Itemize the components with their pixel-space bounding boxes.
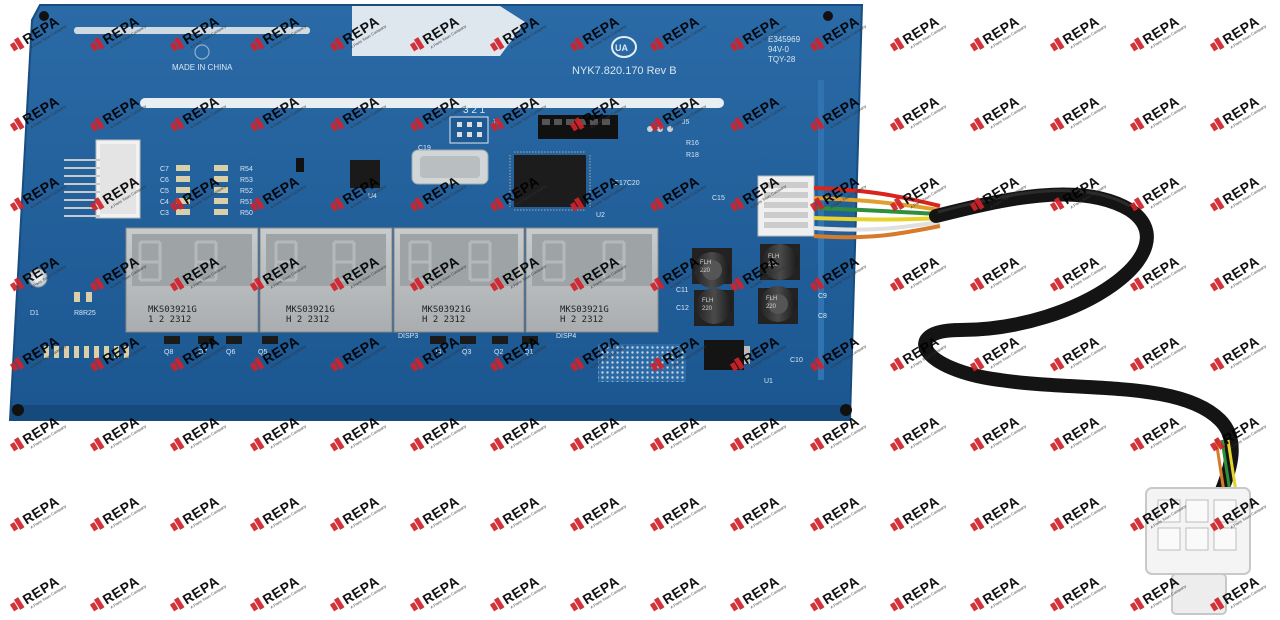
pin-headers: J3 J5: [449, 115, 690, 144]
svg-text:FLH: FLH: [766, 296, 777, 302]
left-pin-connector: [64, 139, 141, 219]
svg-text:MKS03921G: MKS03921G: [148, 305, 197, 315]
cable-connector-board: R16 R18 C15: [686, 140, 815, 237]
cert-line-1: E345969: [768, 35, 801, 44]
svg-text:Q1: Q1: [524, 349, 533, 356]
voltage-regulator: U1: [598, 340, 773, 385]
svg-text:Q2: Q2: [494, 349, 503, 356]
svg-text:C7: C7: [160, 166, 169, 173]
svg-text:C6: C6: [160, 177, 169, 184]
svg-text:FLH: FLH: [768, 254, 779, 260]
svg-text:C3: C3: [160, 210, 169, 217]
svg-text:220: 220: [702, 306, 713, 312]
svg-text:R16: R16: [686, 140, 699, 147]
part-number-label: NYK7.820.170 Rev B: [572, 65, 677, 77]
disp4-label: DISP4: [556, 333, 576, 340]
svg-text:J5: J5: [682, 119, 690, 126]
svg-text:R52: R52: [240, 188, 253, 195]
svg-text:220: 220: [700, 268, 711, 274]
header-numbers: 3 2 1: [463, 105, 486, 116]
disp3-label: DISP3: [398, 333, 418, 340]
svg-text:Q4: Q4: [432, 349, 441, 356]
smd-components-left: C7 C6 C5 C4 C3 R54 R53 R52 R51 R50: [160, 165, 253, 217]
svg-text:C4: C4: [160, 199, 169, 206]
svg-text:FLH: FLH: [702, 298, 713, 304]
svg-text:Q5: Q5: [258, 349, 267, 356]
svg-text:U2: U2: [596, 212, 605, 219]
svg-text:H 2 2312: H 2 2312: [560, 315, 603, 325]
svg-text:U4: U4: [368, 193, 377, 200]
svg-text:C17C20: C17C20: [614, 180, 640, 187]
cert-line-3: TQY-28: [768, 55, 796, 64]
svg-text:C15: C15: [712, 195, 725, 202]
svg-text:R51: R51: [240, 199, 253, 206]
svg-text:J3: J3: [492, 119, 500, 126]
svg-text:MKS03921G: MKS03921G: [560, 305, 609, 315]
svg-text:C8: C8: [818, 313, 827, 320]
svg-text:C11: C11: [676, 287, 688, 294]
svg-text:C5: C5: [160, 188, 169, 195]
ic-chips: U4 C19 U2 C17C20: [296, 145, 640, 219]
svg-text:D1: D1: [30, 310, 39, 317]
svg-text:1 2 2312: 1 2 2312: [148, 315, 191, 325]
svg-text:220: 220: [768, 262, 779, 268]
svg-text:Q7: Q7: [198, 349, 207, 356]
svg-text:U1: U1: [764, 378, 773, 385]
svg-text:C9: C9: [818, 293, 827, 300]
svg-text:C10: C10: [790, 357, 803, 364]
svg-text:Q6: Q6: [226, 349, 235, 356]
svg-text:FLH: FLH: [700, 260, 711, 266]
svg-text:220: 220: [766, 304, 777, 310]
svg-text:R54: R54: [240, 166, 253, 173]
svg-text:R8R25: R8R25: [74, 310, 96, 317]
wire-harness: [813, 186, 1240, 506]
svg-text:R50: R50: [240, 210, 253, 217]
svg-text:H 2 2312: H 2 2312: [286, 315, 329, 325]
cert-line-2: 94V-0: [768, 45, 789, 54]
certification-mark: UA: [611, 36, 637, 58]
segment-displays: MKS03921G 1 2 2312 MKS03921G H 2 2312 MK…: [125, 227, 659, 340]
electrolytic-capacitors: C11 C12 C9 C8 C10 FLH 220 FLH 220 FLH 22…: [676, 244, 827, 364]
made-in-label: MADE IN CHINA: [172, 63, 233, 72]
svg-text:MKS03921G: MKS03921G: [422, 305, 471, 315]
svg-text:MKS03921G: MKS03921G: [286, 305, 335, 315]
white-plug-connector: [1145, 487, 1251, 615]
svg-text:Q3: Q3: [462, 349, 471, 356]
svg-text:C12: C12: [676, 305, 689, 312]
svg-text:Q8: Q8: [164, 349, 173, 356]
svg-text:UA: UA: [615, 43, 628, 53]
transistor-row: Q8 Q7 Q6 Q5 Q4 Q3 Q2 Q1: [44, 336, 538, 358]
svg-text:H 2 2312: H 2 2312: [422, 315, 465, 325]
svg-text:R18: R18: [686, 152, 699, 159]
board-markings: MADE IN CHINA NYK7.820.170 Rev B UA E345…: [172, 35, 801, 116]
svg-text:R53: R53: [240, 177, 253, 184]
led-d1: D1 R8R25: [28, 268, 96, 317]
svg-text:C19: C19: [418, 145, 431, 152]
